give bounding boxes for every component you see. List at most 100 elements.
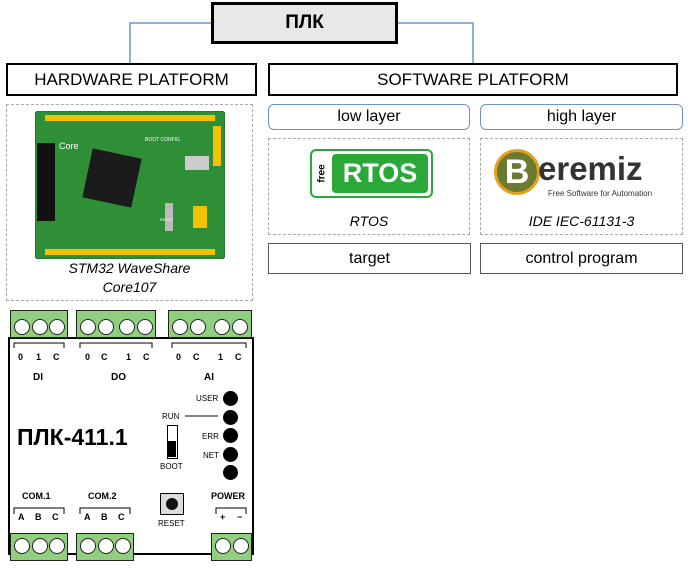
di-pin-c: C	[53, 352, 60, 362]
screw-terminal	[214, 319, 230, 335]
switch-run-label: RUN	[162, 412, 180, 421]
led-err-indicator	[223, 428, 238, 443]
reset-button[interactable]	[160, 493, 184, 515]
com2-label: COM.2	[88, 491, 117, 501]
group-label-do: DO	[111, 372, 126, 383]
hardware-platform-node: HARDWARE PLATFORM	[6, 63, 257, 96]
terminal-block-ai	[168, 310, 252, 338]
logo-free-text: free	[316, 164, 328, 183]
screw-terminal	[49, 319, 65, 335]
low-layer-node: low layer	[268, 104, 470, 130]
led-user-indicator	[223, 391, 238, 406]
led-run-indicator	[223, 410, 238, 425]
terminal-block-com2	[76, 533, 134, 561]
led-label-net: NET	[203, 451, 219, 460]
screw-terminal	[14, 538, 30, 554]
ai-pin-c2: C	[235, 352, 242, 362]
jtag-header	[37, 143, 55, 221]
stm32-board-image: Core BOOT CONFIG RESET	[35, 111, 225, 259]
beremiz-logo: B eremiz Free Software for Automation	[492, 147, 672, 205]
switch-knob	[168, 441, 176, 457]
beremiz-panel: B eremiz Free Software for Automation ID…	[480, 138, 683, 235]
com1-pin-a: A	[18, 512, 25, 522]
software-title: SOFTWARE PLATFORM	[377, 69, 569, 89]
com2-pin-c: C	[118, 512, 125, 522]
screw-terminal	[172, 319, 188, 335]
screw-terminal	[80, 319, 96, 335]
board-label-reset: RESET	[160, 217, 174, 222]
terminal-block-com1	[10, 533, 68, 561]
led-label-err: ERR	[202, 432, 219, 441]
screw-terminal	[119, 319, 135, 335]
screw-terminal	[49, 538, 65, 554]
ai-pin-c1: C	[193, 352, 200, 362]
device-model-name: ПЛК-411.1	[17, 424, 128, 450]
screw-terminal	[98, 319, 114, 335]
led-net-indicator	[223, 447, 238, 462]
screw-terminal	[32, 319, 48, 335]
com2-pin-a: A	[84, 512, 91, 522]
terminal-block-di	[10, 310, 68, 338]
mcu-chip	[82, 148, 142, 208]
board-panel: Core BOOT CONFIG RESET STM32 WaveShare C…	[6, 104, 253, 301]
do-pin-c2: C	[143, 352, 150, 362]
com2-pin-b: B	[101, 512, 108, 522]
screw-terminal	[80, 538, 96, 554]
screw-terminal	[232, 319, 248, 335]
di-pin-1: 1	[36, 352, 42, 362]
rtos-panel: free RTOS RTOS	[268, 138, 470, 235]
screw-terminal	[137, 319, 153, 335]
plc-device-body	[8, 337, 254, 555]
board-label-boot: BOOT CONFIG	[145, 137, 180, 143]
screw-terminal	[190, 319, 206, 335]
power-label: POWER	[211, 491, 246, 501]
board-caption-line2: Core107	[102, 279, 157, 295]
led-power-indicator	[223, 465, 238, 480]
high-layer-label: high layer	[546, 108, 617, 125]
usb-port	[185, 156, 209, 170]
board-label-core: Core	[59, 141, 79, 151]
beremiz-tagline: Free Software for Automation	[548, 189, 653, 198]
screw-terminal	[115, 538, 131, 554]
root-title: ПЛК	[285, 12, 324, 33]
switch-boot-label: BOOT	[160, 462, 183, 471]
reset-button-board	[165, 203, 173, 231]
logo-eremiz: eremiz	[538, 150, 643, 187]
group-label-di: DI	[33, 372, 43, 383]
screw-terminal	[32, 538, 48, 554]
board-caption-line1: STM32 WaveShare	[68, 260, 191, 276]
do-pin-1: 1	[126, 352, 132, 362]
terminal-block-power	[211, 533, 252, 561]
connector-software	[398, 22, 474, 63]
software-platform-node: SOFTWARE PLATFORM	[268, 63, 678, 96]
com1-pin-c: C	[52, 512, 59, 522]
boot-jumpers	[193, 206, 207, 228]
power-pin-plus: +	[220, 512, 226, 522]
terminal-block-do	[76, 310, 156, 338]
logo-b: B	[494, 149, 540, 195]
reset-label: RESET	[158, 519, 185, 528]
ai-pin-1: 1	[218, 352, 224, 362]
connector-hardware	[129, 22, 211, 63]
led-label-user: USER	[196, 394, 219, 403]
target-label: target	[349, 249, 390, 267]
low-layer-label: low layer	[337, 108, 401, 125]
do-pin-c1: C	[101, 352, 108, 362]
beremiz-caption: IDE IEC-61131-3	[528, 213, 635, 229]
group-label-ai: AI	[204, 372, 214, 383]
device-brackets	[13, 342, 247, 514]
power-pin-minus: −	[237, 512, 243, 522]
plc-root-node: ПЛК	[211, 2, 398, 44]
do-pin-0: 0	[85, 352, 91, 362]
control-program-label: control program	[525, 249, 638, 267]
screw-terminal	[215, 538, 231, 554]
reset-button-cap	[166, 498, 178, 510]
com1-label: COM.1	[22, 491, 51, 501]
screw-terminal	[98, 538, 114, 554]
ai-pin-0: 0	[176, 352, 182, 362]
screw-terminal	[14, 319, 30, 335]
run-boot-switch[interactable]	[167, 425, 178, 459]
rtos-caption: RTOS	[349, 213, 389, 229]
high-layer-node: high layer	[480, 104, 683, 130]
